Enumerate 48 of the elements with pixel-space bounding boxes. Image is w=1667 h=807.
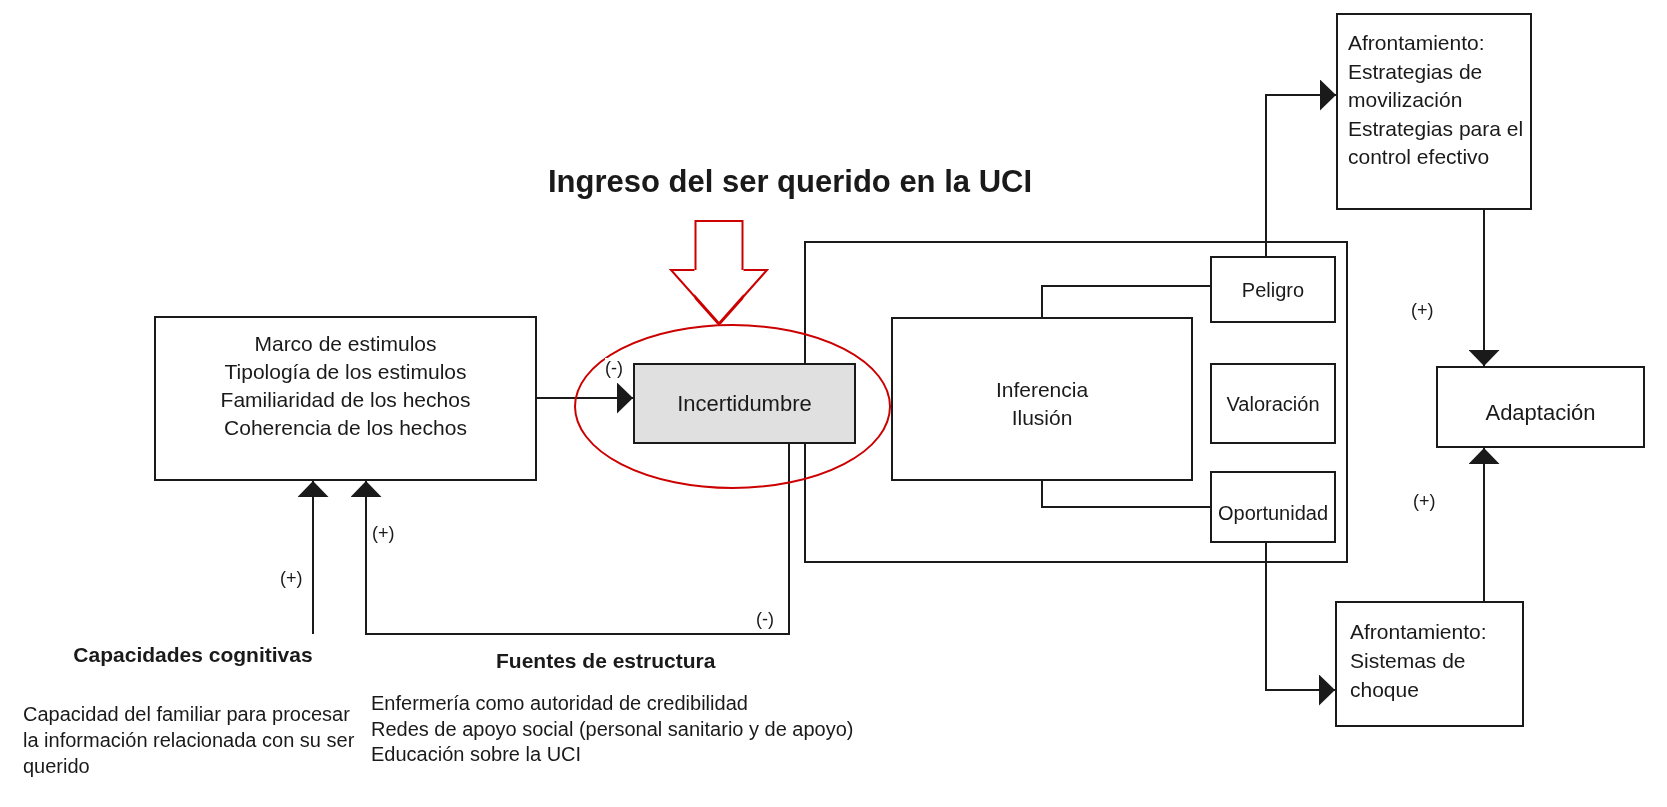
arrow <box>297 480 329 635</box>
description-text: Redes de apoyo social (personal sanitario y de apoyo) <box>371 716 854 742</box>
concept-box <box>1336 13 1532 210</box>
concept-box <box>1210 471 1336 543</box>
box-label: Marco de estimulos <box>254 331 437 357</box>
arrow <box>536 382 634 414</box>
box-label: Tipología de los estimulos <box>224 359 467 385</box>
arrow <box>1265 542 1336 706</box>
description-text: Capacidad del familiar para procesar la información relacionada con su ser querido <box>23 702 356 779</box>
box-label: Familiaridad de los hechos <box>220 387 471 413</box>
box-label: Afrontamiento: <box>1348 30 1485 56</box>
box-label: Inferencia <box>995 377 1089 403</box>
box-label: Peligro <box>1241 277 1305 302</box>
edge-label: (+) <box>372 523 395 543</box>
box-label: Coherencia de los hechos <box>224 415 467 441</box>
connector-line <box>1041 480 1211 508</box>
edge-label: (+) <box>1411 300 1434 320</box>
box-label: Valoración <box>1226 391 1320 416</box>
box-label: Ilusión <box>1011 405 1073 431</box>
box-label: Sistemas de choque <box>1350 648 1467 703</box>
description-text: Enfermería como autoridad de credibilidad <box>371 691 748 716</box>
arrow <box>1265 79 1337 257</box>
concept-box <box>1436 366 1645 448</box>
connector-line <box>603 443 790 635</box>
edge-label: (+) <box>1413 491 1436 511</box>
description-text: Educación sobre la UCI <box>371 742 582 767</box>
arrow <box>350 480 605 635</box>
section-heading: Fuentes de estructura <box>496 649 716 673</box>
edge-label: (+) <box>280 568 303 588</box>
event-heading: Ingreso del ser querido en la UCI <box>547 164 1033 200</box>
box-label: Afrontamiento: <box>1350 619 1487 645</box>
concept-box <box>154 316 537 481</box>
box-label: Adaptación <box>1485 400 1596 426</box>
box-label: Estrategias para el control efectivo <box>1348 115 1525 170</box>
edge-label: (-) <box>605 358 623 378</box>
section-heading: Capacidades cognitivas <box>73 643 313 667</box>
arrow <box>1468 209 1500 367</box>
box-label: Incertidumbre <box>677 390 812 417</box>
highlighted-box <box>633 363 856 444</box>
concept-box <box>1335 601 1524 727</box>
arrow <box>1468 447 1500 602</box>
edge-label: (-) <box>756 609 774 629</box>
connector-line <box>1041 285 1211 318</box>
concept-box <box>891 317 1193 481</box>
box-label: Oportunidad <box>1217 501 1329 525</box>
box-label: Estrategias de movilización <box>1348 58 1484 113</box>
concept-box <box>1210 256 1336 323</box>
concept-box <box>1210 363 1336 444</box>
